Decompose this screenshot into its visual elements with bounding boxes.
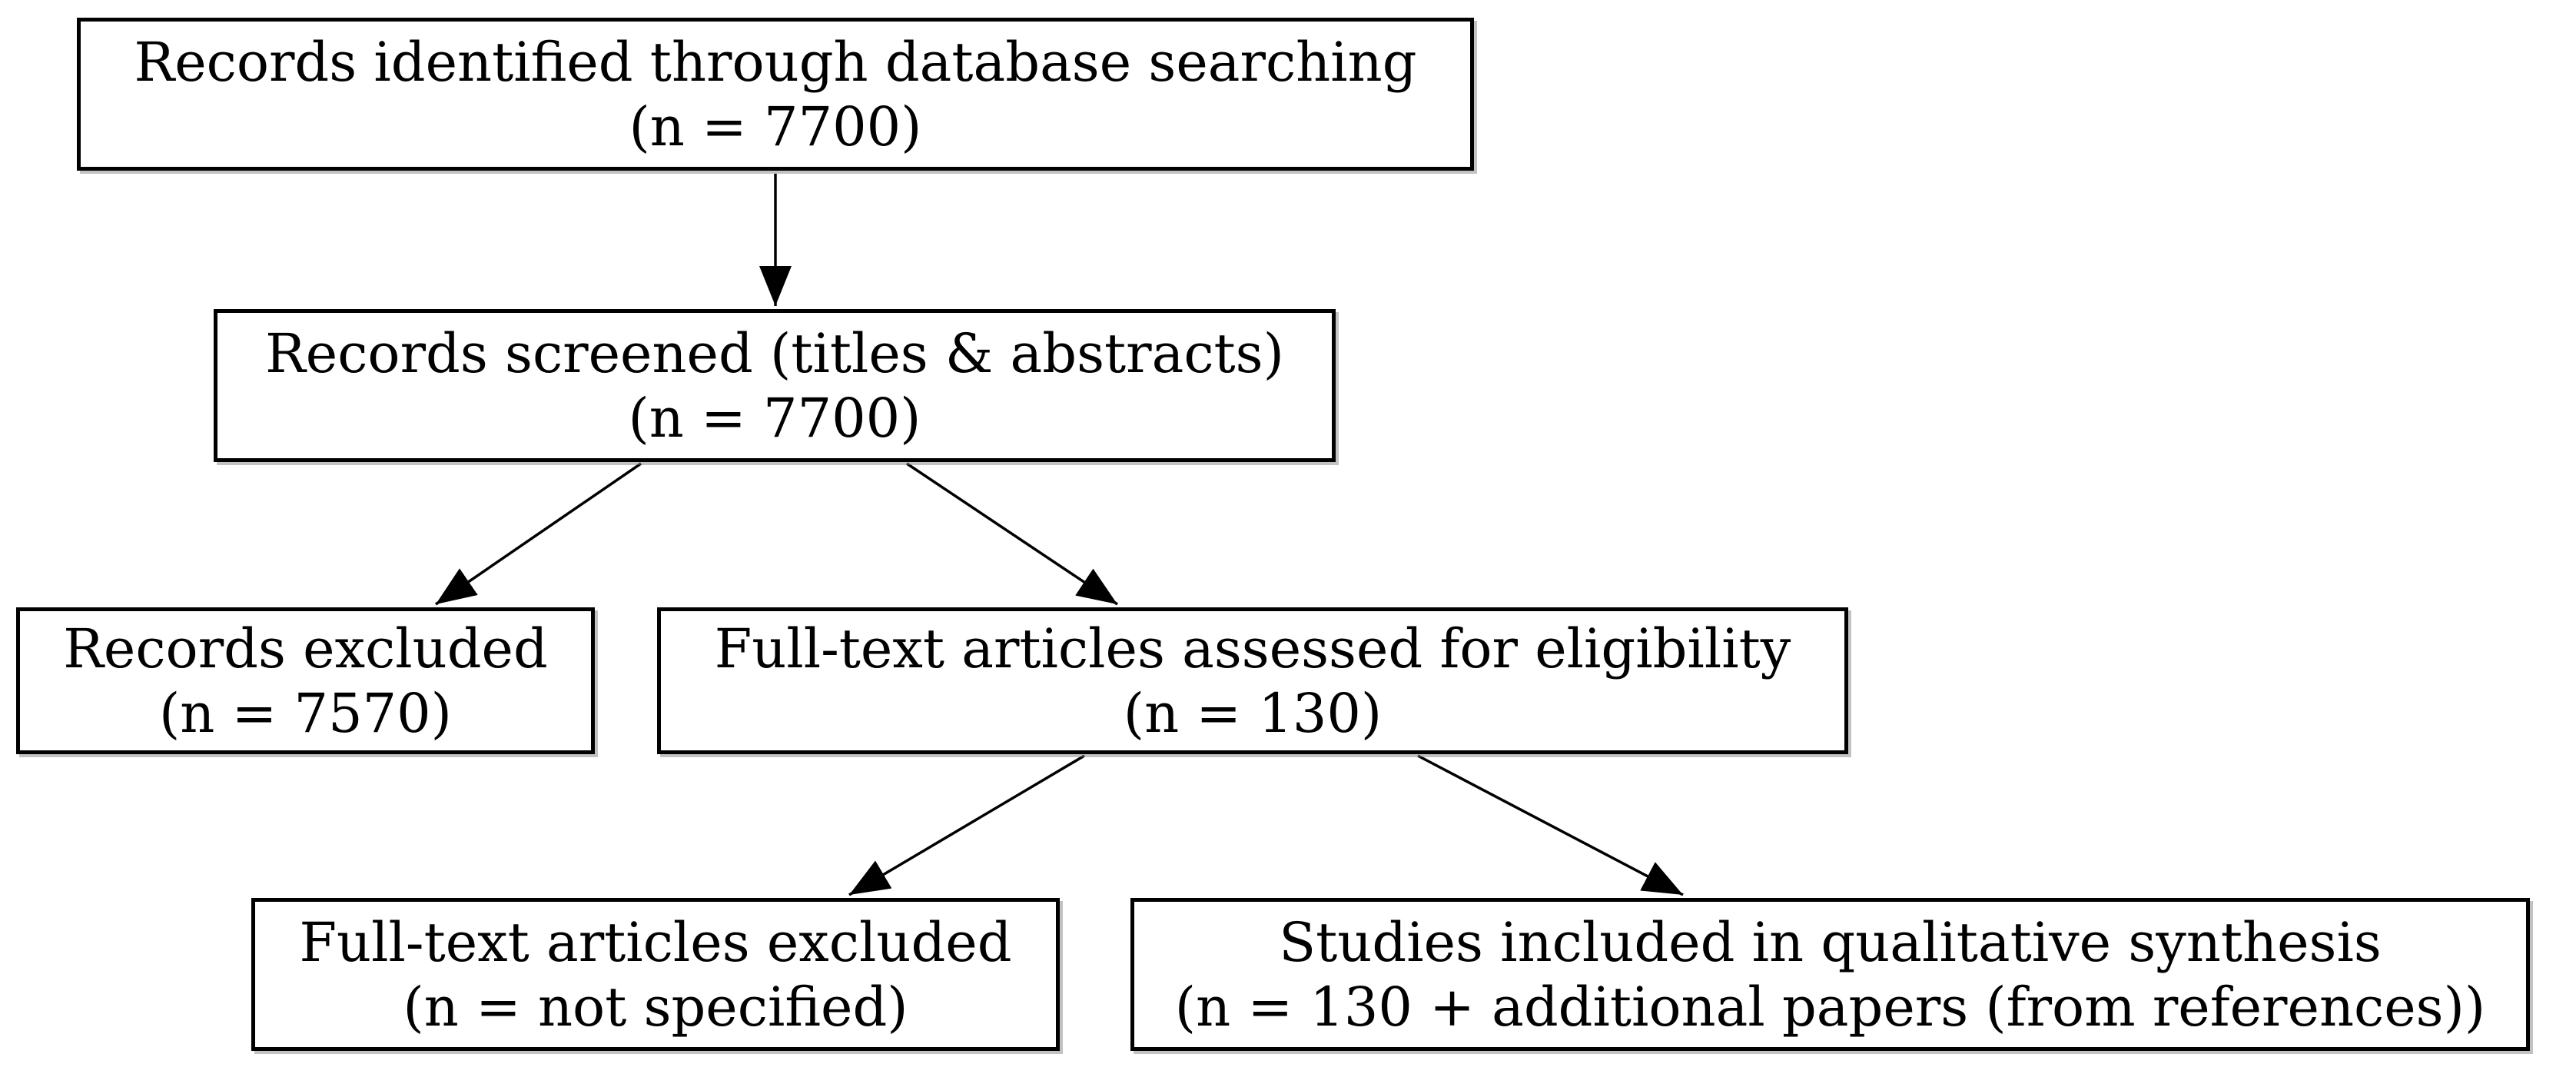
node-label: Records identified through database sear… (134, 30, 1417, 94)
node-count: (n = 7570) (158, 681, 452, 745)
node-count: (n = 7700) (628, 386, 921, 450)
node-count: (n = 7700) (629, 95, 922, 158)
node-fulltext-excluded: Full-text articles excluded (n = not spe… (251, 898, 1060, 1051)
arrow-fulltext-assessed-to-fulltext-excluded (848, 754, 1085, 896)
node-label: Full-text articles excluded (299, 910, 1012, 974)
node-studies-included: Studies included in qualitative synthesi… (1130, 898, 2530, 1051)
arrow-screened-to-fulltext-assessed (906, 462, 1118, 606)
node-records-screened: Records screened (titles & abstracts) (n… (214, 309, 1336, 462)
node-count: (n = 130) (1123, 681, 1383, 745)
node-count: (n = 130 + additional papers (from refer… (1174, 975, 2486, 1039)
node-label: Records excluded (63, 617, 548, 680)
node-count: (n = not specified) (403, 975, 908, 1039)
node-records-identified: Records identified through database sear… (77, 18, 1474, 171)
arrow-fulltext-assessed-to-included (1417, 754, 1684, 896)
node-fulltext-assessed: Full-text articles assessed for eligibil… (657, 607, 1848, 754)
node-label: Studies included in qualitative synthesi… (1279, 910, 2382, 974)
node-records-excluded: Records excluded (n = 7570) (16, 607, 595, 754)
node-label: Records screened (titles & abstracts) (265, 321, 1284, 385)
node-label: Full-text articles assessed for eligibil… (714, 617, 1791, 680)
arrow-screened-to-records-excluded (435, 462, 642, 606)
